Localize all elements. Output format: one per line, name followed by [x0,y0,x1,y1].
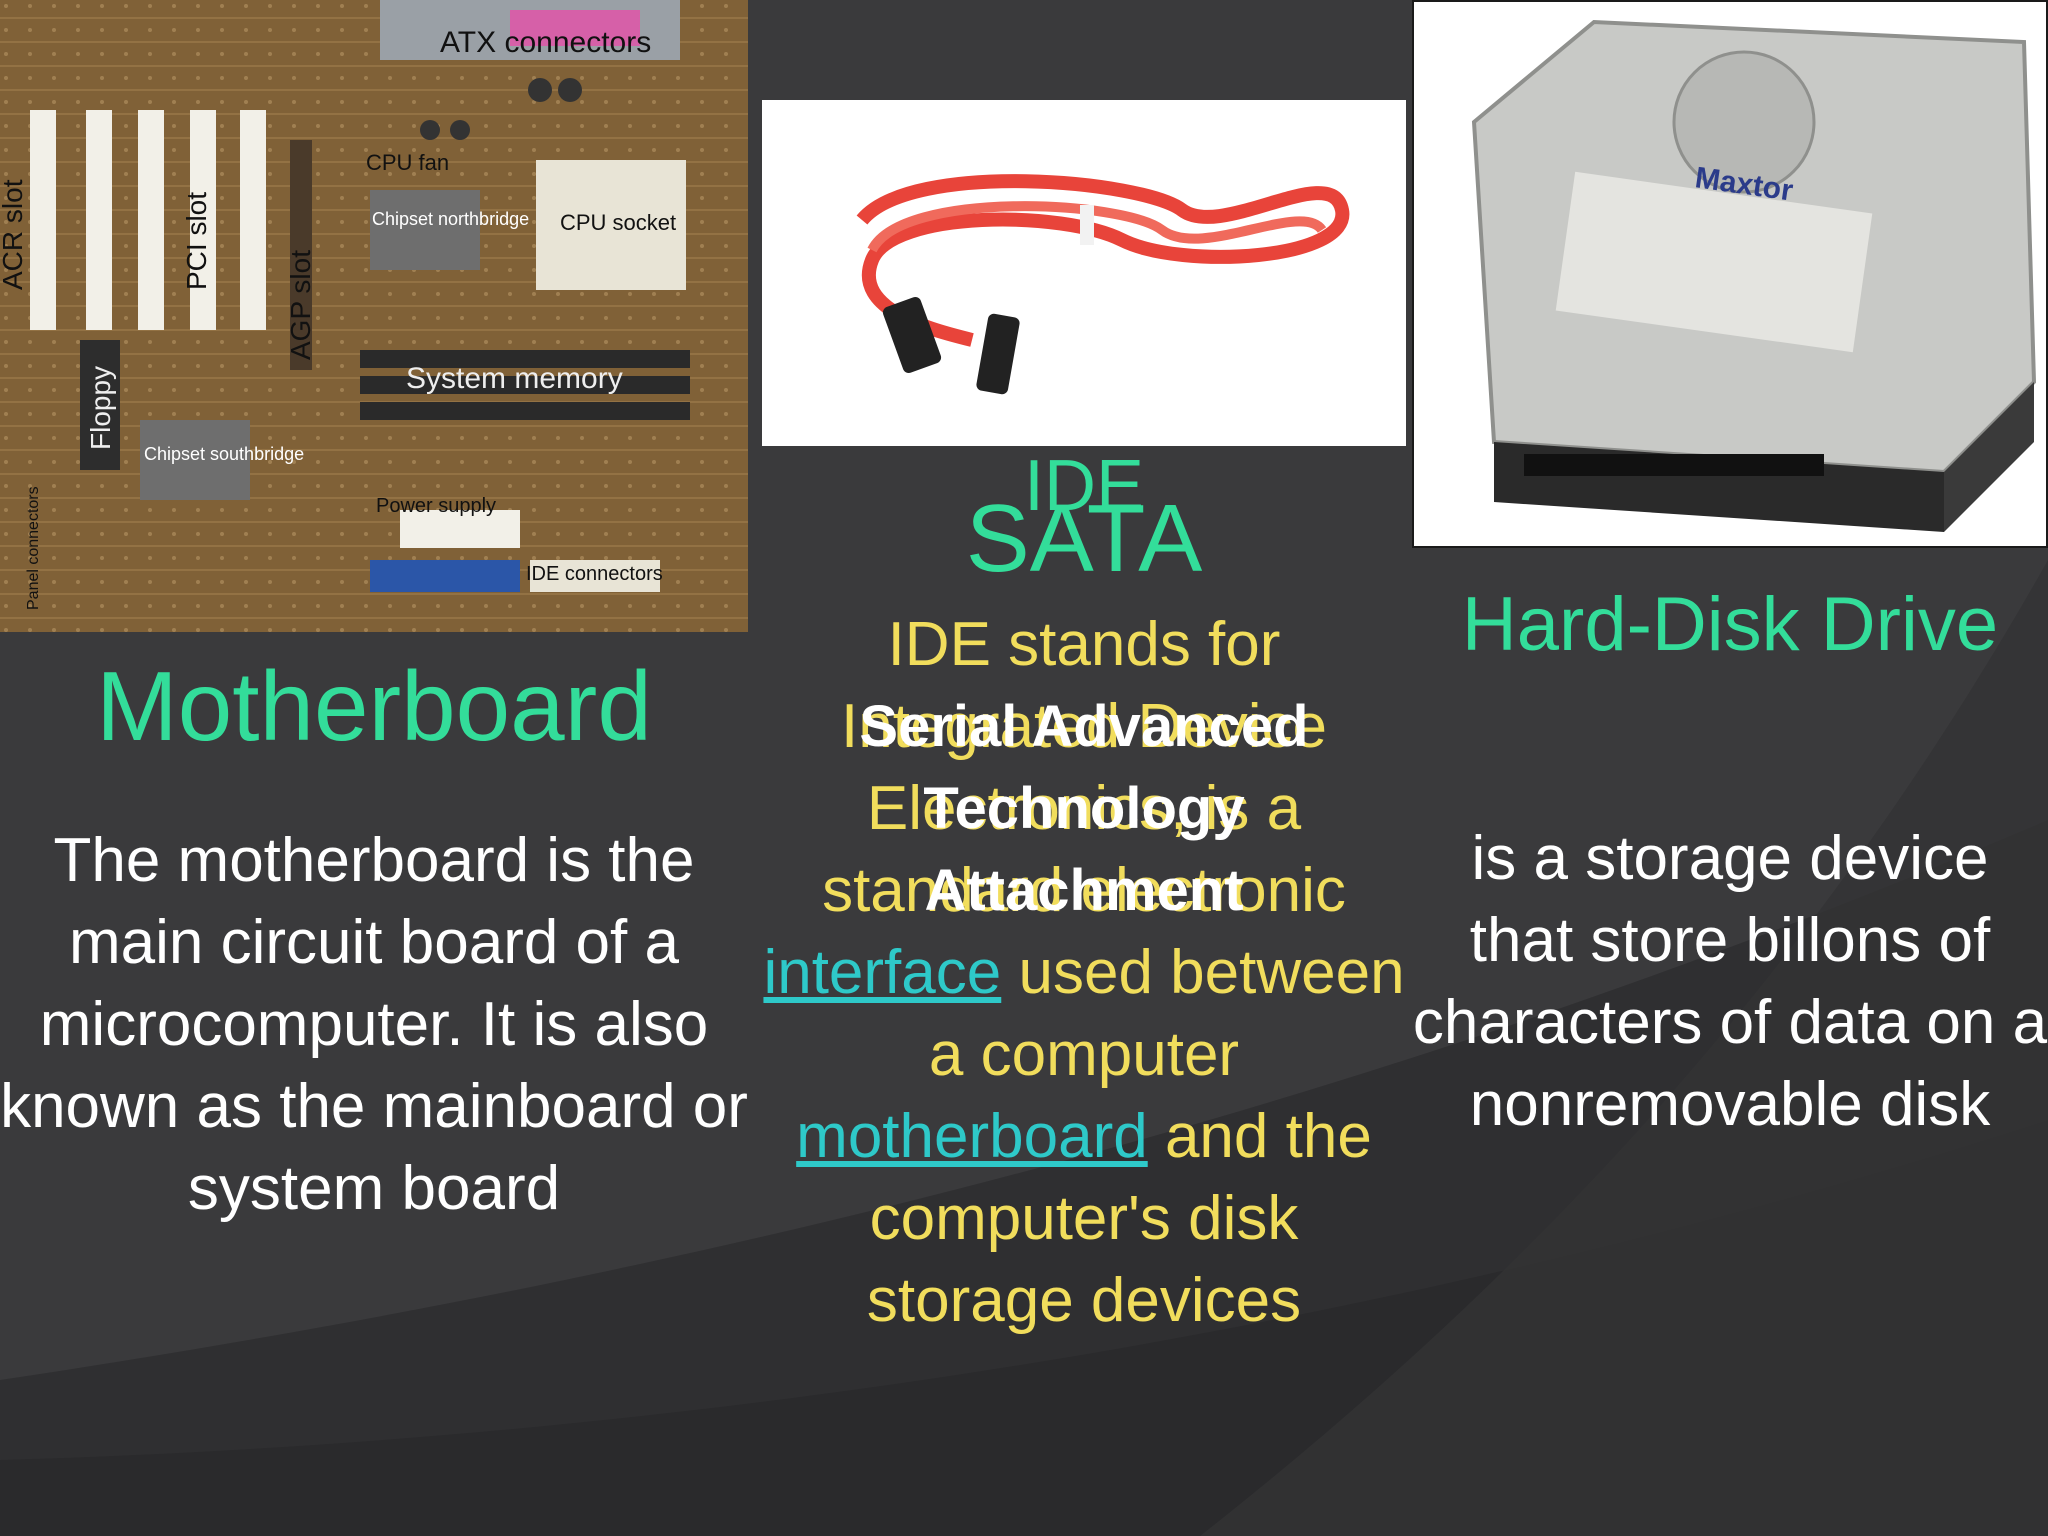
ide-description-text-3: and the computer's disk storage devices [866,1102,1372,1335]
hard-disk-description: is a storage device that store billons o… [1412,824,2048,1139]
label-agp-slot: AGP slot [285,250,316,360]
hard-disk-illustration: Maxtor [1414,2,2046,546]
sata-title: SATA [965,485,1203,592]
label-cpu-socket: CPU socket [560,210,676,235]
motherboard-illustration: ATX connectors CPU fan Chipset northbrid… [0,0,748,632]
label-ide-connectors: IDE connectors [526,563,663,585]
label-panel-connectors: Panel connectors [25,486,42,610]
motherboard-description: The motherboard is the main circuit boar… [0,826,748,1223]
motherboard-photo: ATX connectors CPU fan Chipset northbrid… [0,0,748,632]
label-floppy: Floppy [85,366,116,450]
ide-title: IDE [1023,446,1145,526]
interface-link[interactable]: interface [763,938,1002,1007]
label-cpu-fan: CPU fan [366,150,449,175]
label-atx-connectors: ATX connectors [440,26,651,59]
label-chipset-southbridge: Chipset southbridge [144,444,304,464]
sata-full-name: Serial Advanced Technology Attachment [859,694,1309,923]
label-pci-slot: PCI slot [181,192,212,290]
ide-description: IDE stands for Integrated Device Electro… [762,604,1406,1342]
label-system-memory: System memory [406,362,623,395]
label-chipset-northbridge: Chipset northbridge [372,209,529,229]
sata-cable-photo [762,100,1406,446]
sata-cable-illustration [762,100,1406,446]
ide-description-text-1: IDE stands for Integrated Device Electro… [822,610,1346,925]
label-power-supply: Power supply [376,495,496,517]
motherboard-link[interactable]: motherboard [796,1102,1148,1171]
motherboard-title: Motherboard [96,651,652,761]
hard-disk-title: Hard-Disk Drive [1461,582,1999,667]
hard-disk-photo: Maxtor [1412,0,2048,548]
label-acr-slot: ACR slot [0,179,28,290]
ide-description-text-2: used between a computer [928,938,1405,1089]
